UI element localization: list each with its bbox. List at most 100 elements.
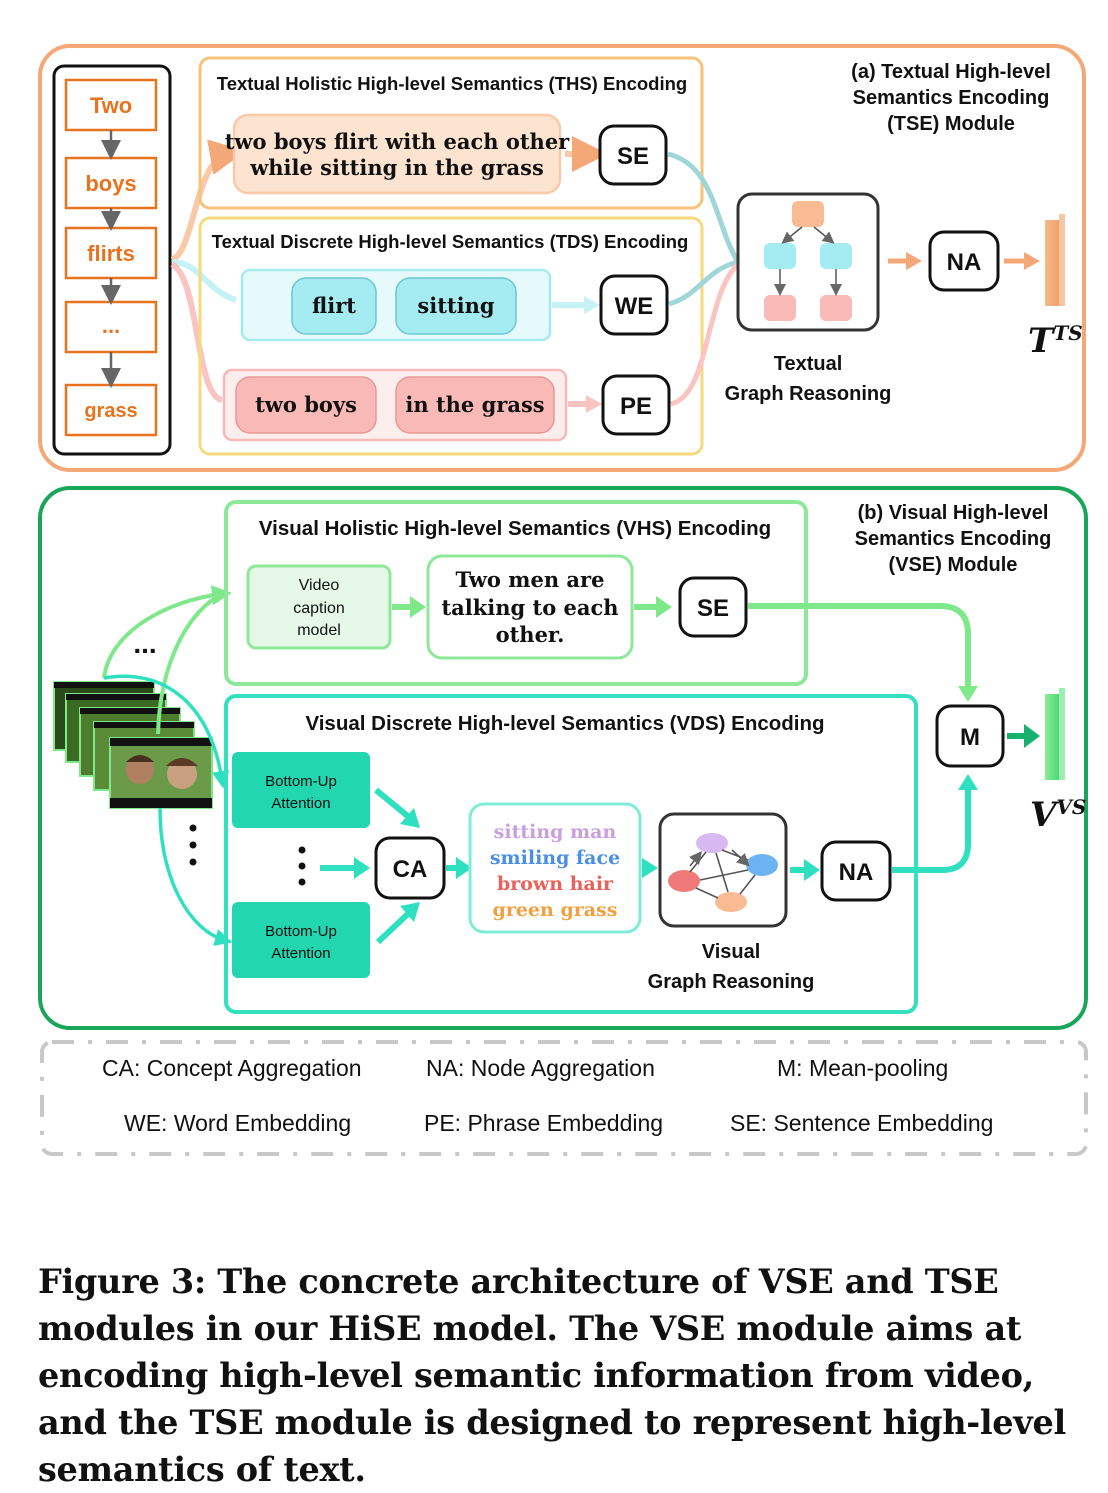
na-node-visual: [820, 840, 892, 902]
legend-pe: PE: Phrase Embedding: [424, 1110, 664, 1136]
vse-module-label-2: Semantics Encoding: [855, 528, 1052, 550]
attention-bottom-line-1: Bottom-Up: [265, 923, 337, 940]
caption-model-line-3: model: [297, 622, 341, 639]
m-node: [935, 704, 1005, 768]
phrase-two-boys-box: [235, 376, 377, 434]
word-grass: grass: [84, 400, 137, 422]
phrase-in-the-grass: in the grass: [405, 392, 544, 417]
visual-graph-label-2: Graph Reasoning: [648, 971, 815, 993]
figure-caption: Figure 3: The concrete architecture of V…: [38, 1262, 1066, 1489]
caption-to-se-arrowhead: [656, 596, 672, 618]
concept-smiling-face: smiling face: [490, 847, 620, 869]
textual-output-main: T: [1028, 321, 1056, 361]
ths-encoding-box: [198, 56, 704, 210]
na-to-output-arrowhead: [1024, 252, 1040, 270]
ca-label: CA: [393, 856, 428, 883]
se-to-graph-arrow: [667, 151, 741, 264]
frames-top-ellipsis: ...: [133, 628, 156, 659]
attention-top-to-ca-arrowhead: [400, 808, 420, 828]
legend-box: [40, 1040, 1088, 1156]
word-boys: boys: [85, 171, 136, 196]
caption-model-box: [246, 564, 392, 650]
frames-to-caption-arrow-1: [102, 585, 232, 679]
visual-graph-label-1: Visual: [702, 941, 761, 963]
textual-output-sup: TS: [1053, 321, 1082, 345]
textual-graph-nodes: [764, 201, 852, 321]
attention-box-bottom: [232, 902, 370, 978]
video-frames: [53, 681, 213, 809]
se-node-textual: [598, 124, 668, 186]
graph-to-na-arrowhead: [906, 252, 922, 270]
frames-to-caption-arrow-2: [156, 592, 223, 735]
visual-output-main: V: [1030, 795, 1060, 835]
se-to-m-arrow: [748, 603, 971, 692]
attention-bottom-to-ca-arrowhead: [400, 902, 420, 922]
na-label-visual: NA: [839, 859, 874, 886]
attention-top-line-2: Attention: [271, 795, 330, 812]
we-label: WE: [615, 293, 654, 320]
m-to-output-arrowhead: [1024, 724, 1040, 748]
concept-green-grass: green grass: [493, 899, 618, 921]
visual-graph-box: [658, 812, 788, 928]
caption-model-line-1: Video: [299, 577, 340, 594]
na-node-textual: [928, 230, 1000, 292]
pe-label: PE: [620, 393, 652, 420]
visual-output-bar-edge: [1059, 688, 1065, 780]
pe-to-graph-arrow: [670, 262, 740, 407]
concepts-box: [468, 802, 642, 934]
phrases-to-pe-arrowhead: [586, 395, 602, 413]
tse-module-label-3: (TSE) Module: [887, 113, 1015, 135]
legend-na: NA: Node Aggregation: [426, 1055, 655, 1081]
words-to-phrases-arrow: [170, 261, 224, 403]
caption-model-line-2: caption: [293, 600, 345, 617]
legend-we: WE: Word Embedding: [124, 1110, 352, 1136]
vse-module: (b) Visual High-level Semantics Encoding…: [38, 486, 1088, 1030]
m-label: M: [960, 724, 980, 751]
se-label-textual: SE: [617, 143, 649, 170]
textual-graph-label-2: Graph Reasoning: [725, 383, 892, 405]
ca-to-concepts-arrowhead: [456, 857, 472, 879]
textual-graph-label-1: Textual: [774, 353, 843, 375]
verbs-to-we-arrowhead: [584, 296, 600, 314]
attention-top-to-ca-arrow: [374, 787, 412, 821]
ths-title: Textual Holistic High-level Semantics (T…: [217, 73, 687, 94]
tse-module-label-1: (a) Textual High-level: [851, 61, 1051, 83]
na-to-m-arrowhead: [958, 774, 978, 790]
attention-bottom-line-2: Attention: [271, 945, 330, 962]
verb-flirt: flirt: [312, 293, 356, 318]
visual-output-bar: [1045, 694, 1063, 780]
graph-to-na-visual-arrowhead: [804, 859, 820, 881]
attention-bottom-to-ca-arrow: [375, 909, 413, 945]
attention-vertical-ellipsis: [298, 846, 306, 886]
generated-caption-line-3: other.: [496, 622, 565, 647]
generated-caption-box: [426, 554, 634, 660]
textual-output-bar: [1045, 220, 1063, 306]
sentence-box: [232, 113, 562, 195]
concepts-to-graph-arrowhead: [642, 858, 658, 878]
visual-output-sup: VS: [1056, 795, 1086, 819]
generated-caption-line-1: Two men are: [456, 567, 605, 592]
words-to-verbs-arrow: [171, 259, 238, 303]
legend-m: M: Mean-pooling: [777, 1055, 949, 1081]
tds-encoding-box: [198, 216, 704, 456]
verb-flirt-box: [291, 277, 377, 335]
sentence-line-2: while sitting in the grass: [249, 155, 544, 180]
vds-encoding-box: [224, 694, 918, 1014]
sentence-line-1: two boys flirt with each other: [225, 129, 570, 154]
we-to-graph-arrow: [668, 259, 739, 307]
word-two: Two: [90, 93, 132, 118]
textual-output-symbol: TTS: [1028, 321, 1083, 361]
attention-top-line-1: Bottom-Up: [265, 773, 337, 790]
verb-sitting-box: [395, 277, 517, 335]
attention-box-top: [232, 752, 370, 828]
na-label-textual: NA: [947, 249, 982, 276]
we-node: [599, 274, 669, 336]
tse-module: (a) Textual High-level Semantics Encodin…: [38, 44, 1086, 472]
se-to-m-arrowhead: [958, 686, 978, 702]
vhs-title: Visual Holistic High-level Semantics (VH…: [259, 517, 771, 540]
frames-to-attention-arrow-1: [103, 674, 230, 789]
tse-module-label-2: Semantics Encoding: [853, 87, 1050, 109]
legend-se: SE: Sentence Embedding: [730, 1110, 994, 1136]
words-to-sentence-arrow: [170, 139, 246, 263]
model-to-caption-arrowhead: [410, 596, 426, 618]
